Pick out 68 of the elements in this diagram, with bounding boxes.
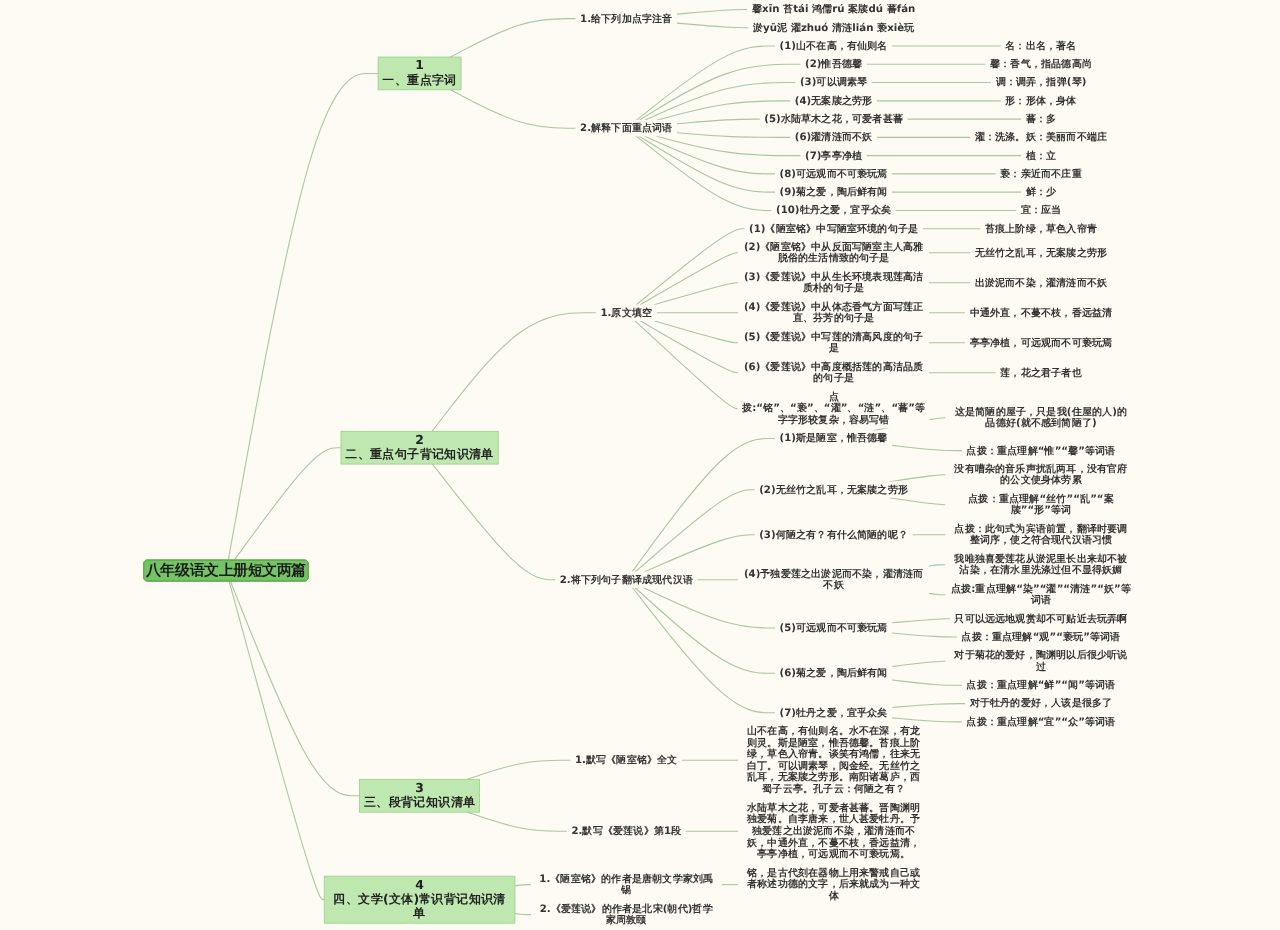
- connector: [635, 228, 746, 306]
- connector: [450, 89, 577, 129]
- connector: [643, 587, 776, 629]
- connector: [450, 18, 577, 58]
- connector: [466, 759, 572, 780]
- connector: [656, 100, 792, 121]
- connector: [891, 703, 966, 709]
- connector: [643, 135, 776, 175]
- connector: [638, 63, 802, 121]
- connector: [696, 579, 739, 581]
- connector: [866, 63, 987, 65]
- connector: [634, 320, 739, 410]
- connector: [928, 564, 947, 567]
- connector: [228, 580, 325, 901]
- connector: [653, 320, 739, 344]
- connector: [928, 592, 947, 596]
- connector: [639, 320, 739, 374]
- connector: [891, 679, 963, 686]
- connector: [644, 534, 756, 573]
- connector: [681, 759, 739, 761]
- connector: [634, 587, 776, 674]
- connector: [888, 474, 947, 483]
- connector: [928, 282, 971, 284]
- connector: [911, 534, 947, 536]
- connector: [891, 173, 997, 175]
- connector: [639, 252, 739, 306]
- connector: [635, 135, 773, 211]
- connector: [888, 497, 947, 506]
- connector: [653, 282, 739, 306]
- connector: [871, 82, 992, 84]
- connector: [866, 155, 1022, 157]
- connector: [895, 209, 1017, 211]
- connector: [656, 312, 739, 314]
- connector: [631, 438, 776, 573]
- connector: [227, 72, 379, 561]
- connector: [656, 135, 802, 157]
- connector: [643, 82, 797, 121]
- connector: [635, 45, 776, 121]
- connector: [928, 372, 997, 374]
- connector: [891, 618, 951, 624]
- connector: [928, 342, 966, 344]
- connector: [891, 444, 963, 452]
- connector: [676, 22, 750, 29]
- connector: [891, 191, 1022, 193]
- connector: [676, 8, 749, 15]
- connector: [928, 252, 971, 254]
- connector: [906, 118, 1022, 120]
- connector: [514, 884, 532, 887]
- connector: [922, 228, 982, 230]
- connector: [638, 135, 776, 193]
- connector: [230, 580, 361, 797]
- connector: [635, 489, 756, 573]
- connector: [891, 660, 947, 667]
- connector: [431, 463, 556, 581]
- connector: [676, 118, 761, 125]
- connector: [876, 100, 1002, 102]
- connector: [891, 632, 958, 638]
- connector: [876, 136, 971, 138]
- connector: [466, 811, 568, 832]
- connector: [632, 587, 776, 714]
- connector: [891, 717, 963, 723]
- connector: [676, 132, 792, 138]
- connector: [514, 912, 532, 916]
- connector: [685, 830, 739, 832]
- connector: [891, 45, 1002, 47]
- connector: [431, 312, 597, 432]
- connector: [233, 447, 342, 561]
- connector: [928, 312, 966, 314]
